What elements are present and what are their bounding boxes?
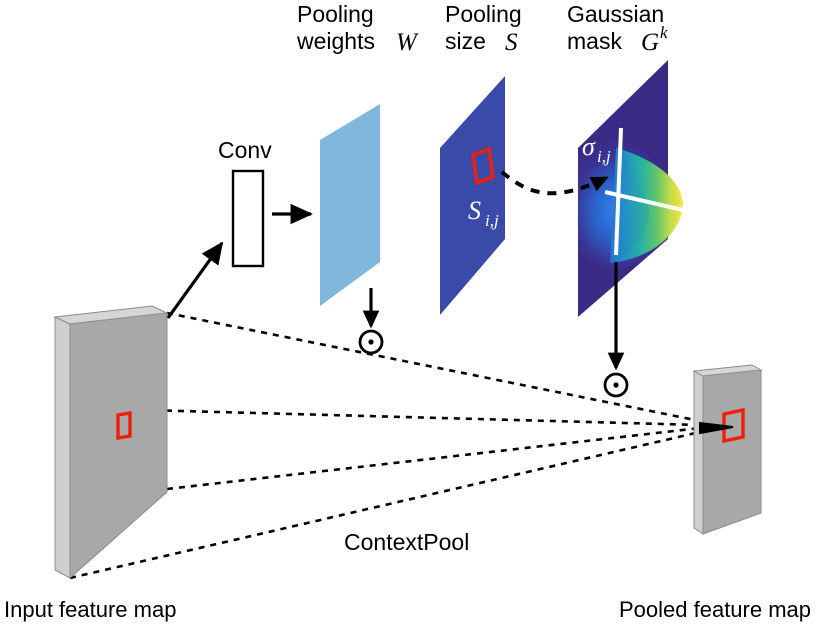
- gaussian-mask-line2: mask: [567, 28, 622, 54]
- pooled-map-front-face: [702, 369, 762, 535]
- gaussian-mask-plane[interactable]: σ i,j: [564, 60, 684, 317]
- pooling-weights-line1: Pooling: [297, 1, 374, 27]
- conv-block[interactable]: Conv: [218, 137, 272, 268]
- conv-label: Conv: [218, 137, 272, 163]
- pooling-weights-symbol: W: [396, 29, 419, 56]
- gaussian-mask-line1: Gaussian: [567, 1, 664, 27]
- input-map-red-cell: [116, 410, 132, 441]
- context-line-lower: [166, 426, 701, 491]
- pooling-size-line1: Pooling: [445, 1, 522, 27]
- pooling-weights-plane[interactable]: [320, 104, 380, 306]
- pooling-size-red-cell: [471, 146, 495, 186]
- input-feature-map-label: Input feature map: [4, 597, 176, 622]
- pooling-size-plane[interactable]: S i,j: [440, 76, 505, 315]
- pooling-size-line2: size: [445, 28, 486, 54]
- gaussian-mask-superscript: k: [660, 23, 668, 42]
- context-line-top: [166, 311, 701, 423]
- contextpool-dotted-lines: [69, 311, 701, 580]
- input-map-side-face: [54, 316, 71, 579]
- label-pooling-weights: Pooling weights W: [296, 1, 419, 56]
- arrow-input-to-conv: [166, 241, 224, 319]
- label-pooling-size: Pooling size S: [445, 1, 522, 56]
- pooling-weights-quad: [320, 104, 380, 306]
- pooled-map-side-face: [693, 370, 704, 535]
- hadamard-operator-2: [603, 372, 629, 398]
- gaussian-axis-horizontal: [604, 190, 684, 212]
- context-lines-arrowhead: [699, 421, 734, 435]
- gaussian-mask-symbol: G: [641, 29, 659, 56]
- contextpool-label: ContextPool: [344, 529, 469, 555]
- input-map-front-face: [69, 312, 168, 580]
- pooling-weights-line2: weights: [296, 28, 375, 54]
- conv-box[interactable]: [231, 169, 265, 268]
- gaussian-bump-body: [610, 148, 683, 263]
- pooling-size-cell-label: S: [468, 196, 481, 225]
- pooled-map-red-cell: [722, 407, 745, 444]
- pooling-size-quad: [440, 76, 505, 315]
- label-gaussian-mask: Gaussian mask G k: [567, 1, 668, 56]
- pooling-size-cell-subscript: i,j: [485, 211, 499, 230]
- context-line-mid: [69, 406, 701, 427]
- hadamard-1-dot: [368, 339, 374, 345]
- hadamard-operator-1: [358, 329, 384, 355]
- top-labels-group: Pooling weights W Pooling size S Gaussia…: [296, 1, 668, 56]
- sigma-subscript: i,j: [597, 147, 611, 166]
- pooling-size-symbol: S: [505, 29, 518, 56]
- hadamard-2-dot: [613, 382, 619, 388]
- sigma-label: σ: [582, 132, 596, 161]
- pooled-feature-map-label: Pooled feature map: [619, 597, 811, 622]
- gaussian-axis-vertical: [614, 127, 623, 256]
- input-feature-map[interactable]: [53, 305, 169, 580]
- pooled-feature-map[interactable]: [692, 364, 763, 535]
